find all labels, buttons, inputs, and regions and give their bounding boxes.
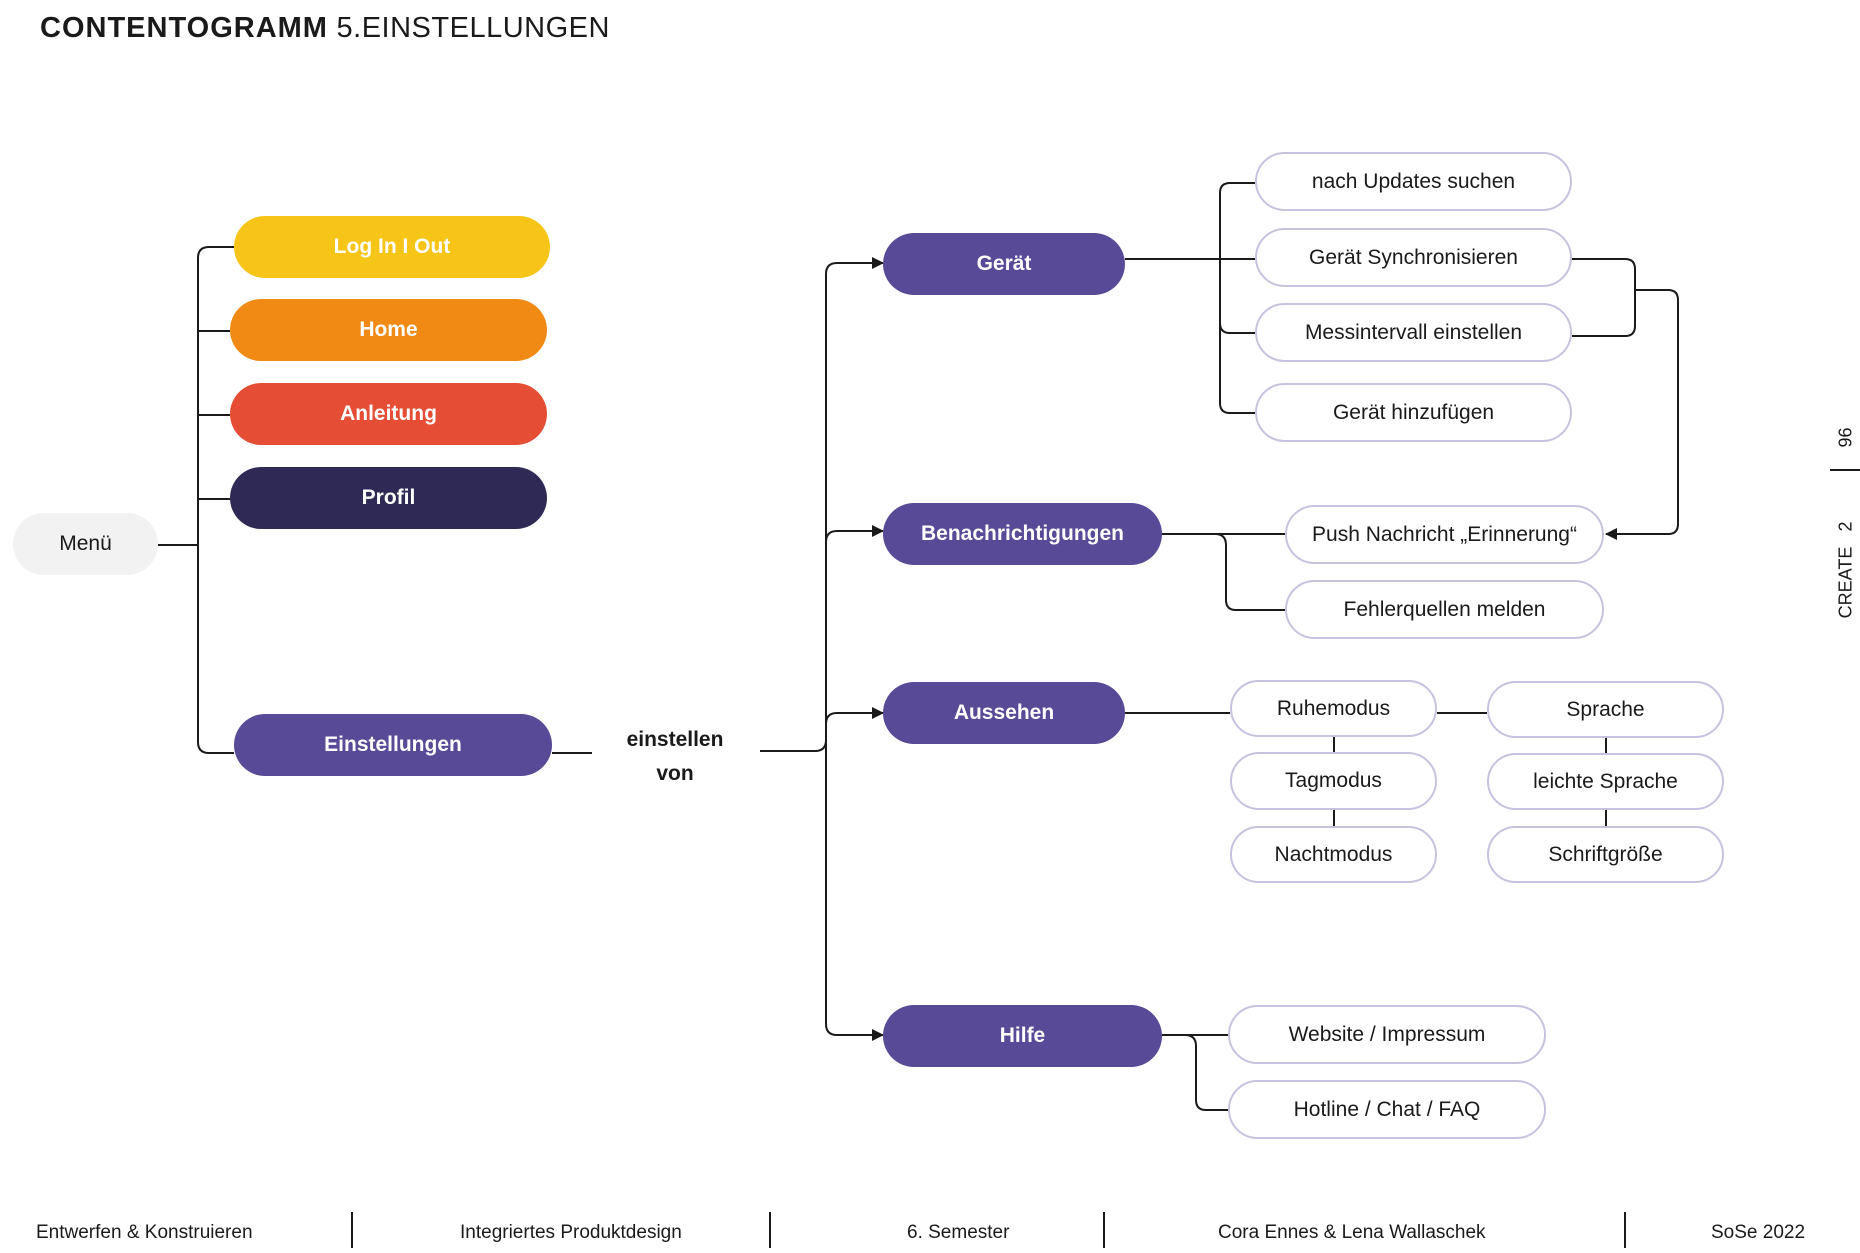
website-node[interactable]: Website / Impressum <box>1228 1005 1546 1064</box>
footer-course: Entwerfen & Konstruieren <box>36 1222 253 1243</box>
schriftgroesse-node[interactable]: Schriftgröße <box>1487 826 1724 883</box>
hilfe-node[interactable]: Hilfe <box>883 1005 1162 1067</box>
fehlerquellen-node[interactable]: Fehlerquellen melden <box>1285 580 1604 639</box>
footer-authors: Cora Ennes & Lena Wallaschek <box>1218 1222 1486 1243</box>
hinzufuegen-node[interactable]: Gerät hinzufügen <box>1255 383 1572 442</box>
login-node[interactable]: Log In I Out <box>234 216 550 278</box>
title-section: 5.EINSTELLUNGEN <box>336 12 610 44</box>
benachrichtigungen-node[interactable]: Benachrichtigungen <box>883 503 1162 565</box>
aussehen-node[interactable]: Aussehen <box>883 682 1125 744</box>
ruhemodus-node[interactable]: Ruhemodus <box>1230 680 1437 737</box>
footer-separator <box>351 1212 353 1248</box>
side-chapter: CREATE <box>1835 546 1856 619</box>
title-main: CONTENTOGRAMM <box>40 12 328 44</box>
footer-semester: 6. Semester <box>907 1222 1010 1243</box>
einstellen-von-line1: einstellen <box>626 728 724 751</box>
profil-node[interactable]: Profil <box>230 467 547 529</box>
page-title: CONTENTOGRAMM 5.EINSTELLUNGEN <box>40 12 610 45</box>
footer-separator <box>1103 1212 1105 1248</box>
side-divider <box>1830 469 1860 471</box>
side-page-number: 96 <box>1835 427 1856 448</box>
messintervall-node[interactable]: Messintervall einstellen <box>1255 303 1572 362</box>
push-node[interactable]: Push Nachricht „Erinnerung“ <box>1285 505 1604 564</box>
geraet-node[interactable]: Gerät <box>883 233 1125 295</box>
leichte-sprache-node[interactable]: leichte Sprache <box>1487 753 1724 810</box>
sprache-node[interactable]: Sprache <box>1487 681 1724 738</box>
anleitung-node[interactable]: Anleitung <box>230 383 547 445</box>
updates-node[interactable]: nach Updates suchen <box>1255 152 1572 211</box>
einstellungen-node[interactable]: Einstellungen <box>234 714 552 776</box>
einstellen-von-line2: von <box>656 762 694 785</box>
hotline-node[interactable]: Hotline / Chat / FAQ <box>1228 1080 1546 1139</box>
menu-node[interactable]: Menü <box>13 513 158 575</box>
footer-separator <box>1624 1212 1626 1248</box>
nachtmodus-node[interactable]: Nachtmodus <box>1230 826 1437 883</box>
footer-program: Integriertes Produktdesign <box>460 1222 682 1243</box>
footer-separator <box>769 1212 771 1248</box>
sync-node[interactable]: Gerät Synchronisieren <box>1255 228 1572 287</box>
einstellen-von-label: einstellen von <box>600 723 750 791</box>
footer-term: SoSe 2022 <box>1711 1222 1806 1243</box>
home-node[interactable]: Home <box>230 299 547 361</box>
tagmodus-node[interactable]: Tagmodus <box>1230 752 1437 810</box>
